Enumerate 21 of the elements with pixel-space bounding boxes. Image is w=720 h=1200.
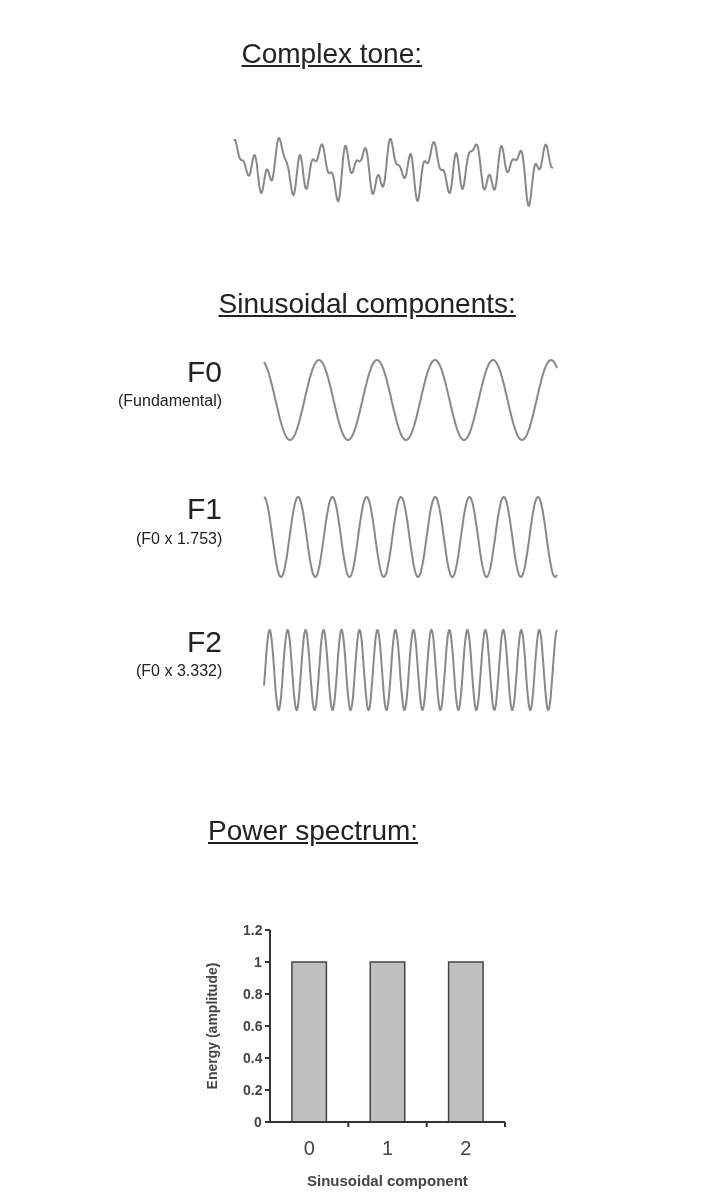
component-note: (Fundamental) — [118, 392, 223, 410]
tick-label: 0 — [254, 1114, 262, 1130]
tick-label: 0 — [303, 1137, 315, 1160]
component-note: (F0 x 3.332) — [136, 662, 223, 680]
axis-title: Sinusoidal component — [307, 1172, 468, 1189]
section-heading: Power spectrum: — [208, 815, 419, 847]
axis-title: Energy (amplitude) — [203, 962, 220, 1090]
section-heading: Complex tone: — [241, 38, 423, 70]
tick-label: 1.2 — [243, 922, 263, 938]
component-name: F2 — [187, 625, 222, 659]
tick-label: 0.2 — [243, 1082, 263, 1098]
tick-label: 1 — [254, 954, 262, 970]
section-heading: Sinusoidal components: — [218, 288, 516, 320]
tick-label: 1 — [382, 1137, 394, 1160]
component-note: (F0 x 1.753) — [136, 530, 223, 548]
component-name: F1 — [187, 492, 222, 526]
tick-label: 2 — [460, 1137, 472, 1160]
tick-label: 0.4 — [243, 1050, 263, 1066]
tick-label: 0.6 — [243, 1018, 263, 1034]
tick-label: 0.8 — [243, 986, 263, 1002]
component-name: F0 — [187, 355, 222, 389]
